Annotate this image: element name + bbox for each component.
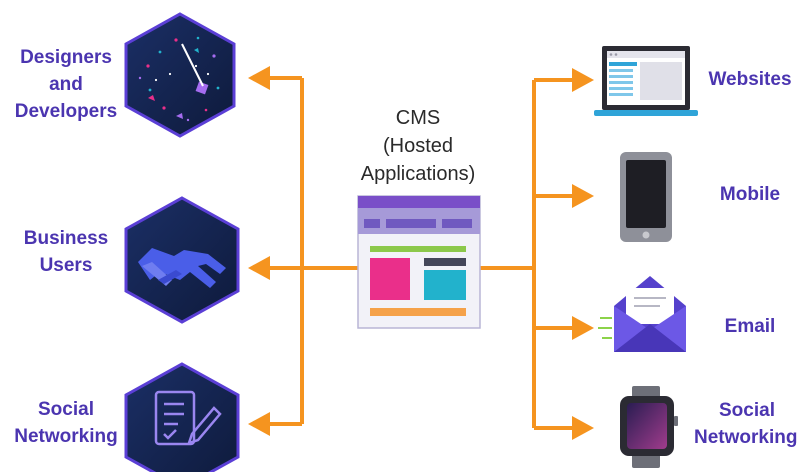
label-line: and: [49, 74, 83, 95]
label-line: Websites: [708, 69, 792, 90]
left-connectors: [268, 76, 358, 426]
galaxy-clock-icon: [124, 12, 236, 138]
document-pen-icon: [124, 362, 240, 472]
label-line: Business: [23, 228, 109, 249]
label-websites: Websites: [700, 66, 800, 93]
label-line: Users: [39, 255, 93, 276]
label-social-networking-right: Social Networking: [694, 397, 800, 451]
arrowhead-email: [572, 316, 594, 340]
laptop-icon: [594, 46, 698, 116]
arrowhead-mobile: [572, 184, 594, 208]
arrowhead-social-left: [248, 412, 270, 436]
label-line: Developers: [14, 101, 118, 122]
smartphone-icon: [620, 152, 672, 242]
cms-label-line: CMS: [395, 107, 441, 129]
right-connectors: [480, 78, 576, 430]
label-line: Email: [724, 316, 776, 337]
label-line: Social: [38, 399, 94, 420]
label-social-networking-left: Social Networking: [4, 396, 128, 450]
cms-label: CMS (Hosted Applications): [338, 104, 498, 188]
label-line: Mobile: [719, 184, 781, 205]
arrowhead-social-right: [572, 416, 594, 440]
smartwatch-icon: [620, 386, 678, 468]
label-mobile: Mobile: [700, 181, 800, 208]
label-line: Networking: [694, 427, 798, 448]
arrowhead-websites: [572, 68, 594, 92]
cms-label-line: Applications): [360, 163, 476, 185]
label-email: Email: [700, 313, 800, 340]
arrowhead-business: [248, 256, 270, 280]
label-line: Designers: [20, 47, 112, 68]
arrowhead-designers: [248, 66, 270, 90]
handshake-icon: [124, 196, 240, 324]
label-designers-developers: Designers and Developers: [6, 44, 126, 125]
envelope-icon: [598, 276, 686, 352]
label-business-users: Business Users: [6, 225, 126, 279]
label-line: Networking: [14, 426, 118, 447]
cms-label-line: (Hosted: [382, 135, 454, 157]
cms-app-icon: [357, 195, 481, 329]
label-line: Social: [719, 400, 775, 421]
